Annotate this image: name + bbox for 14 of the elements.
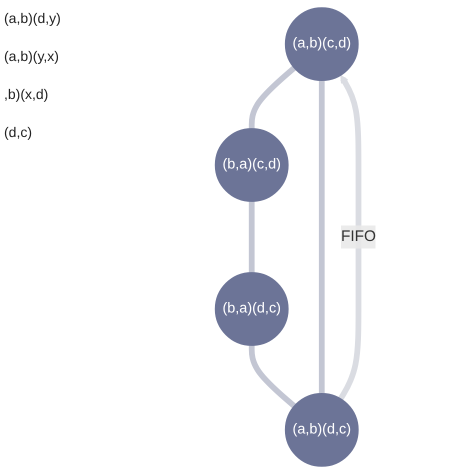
- node-circle: (a,b)(d,c): [285, 392, 360, 467]
- connector: [249, 66, 296, 129]
- connector: [249, 201, 255, 273]
- connector: [249, 345, 296, 408]
- edge-label: FIFO: [341, 228, 376, 245]
- connector: [319, 80, 326, 394]
- node-circle: (a,b)(c,d): [285, 7, 360, 82]
- pair-label: (d,c): [4, 124, 33, 140]
- pair-label: (a,b)(y,x): [4, 48, 60, 64]
- pair-label: (a,b)(d,y): [4, 10, 62, 26]
- node-circle: (b,a)(c,d): [215, 128, 289, 202]
- node-circle: (b,a)(d,c): [215, 272, 289, 346]
- pair-label: ,b)(x,d): [4, 86, 50, 102]
- arrow: [338, 74, 362, 400]
